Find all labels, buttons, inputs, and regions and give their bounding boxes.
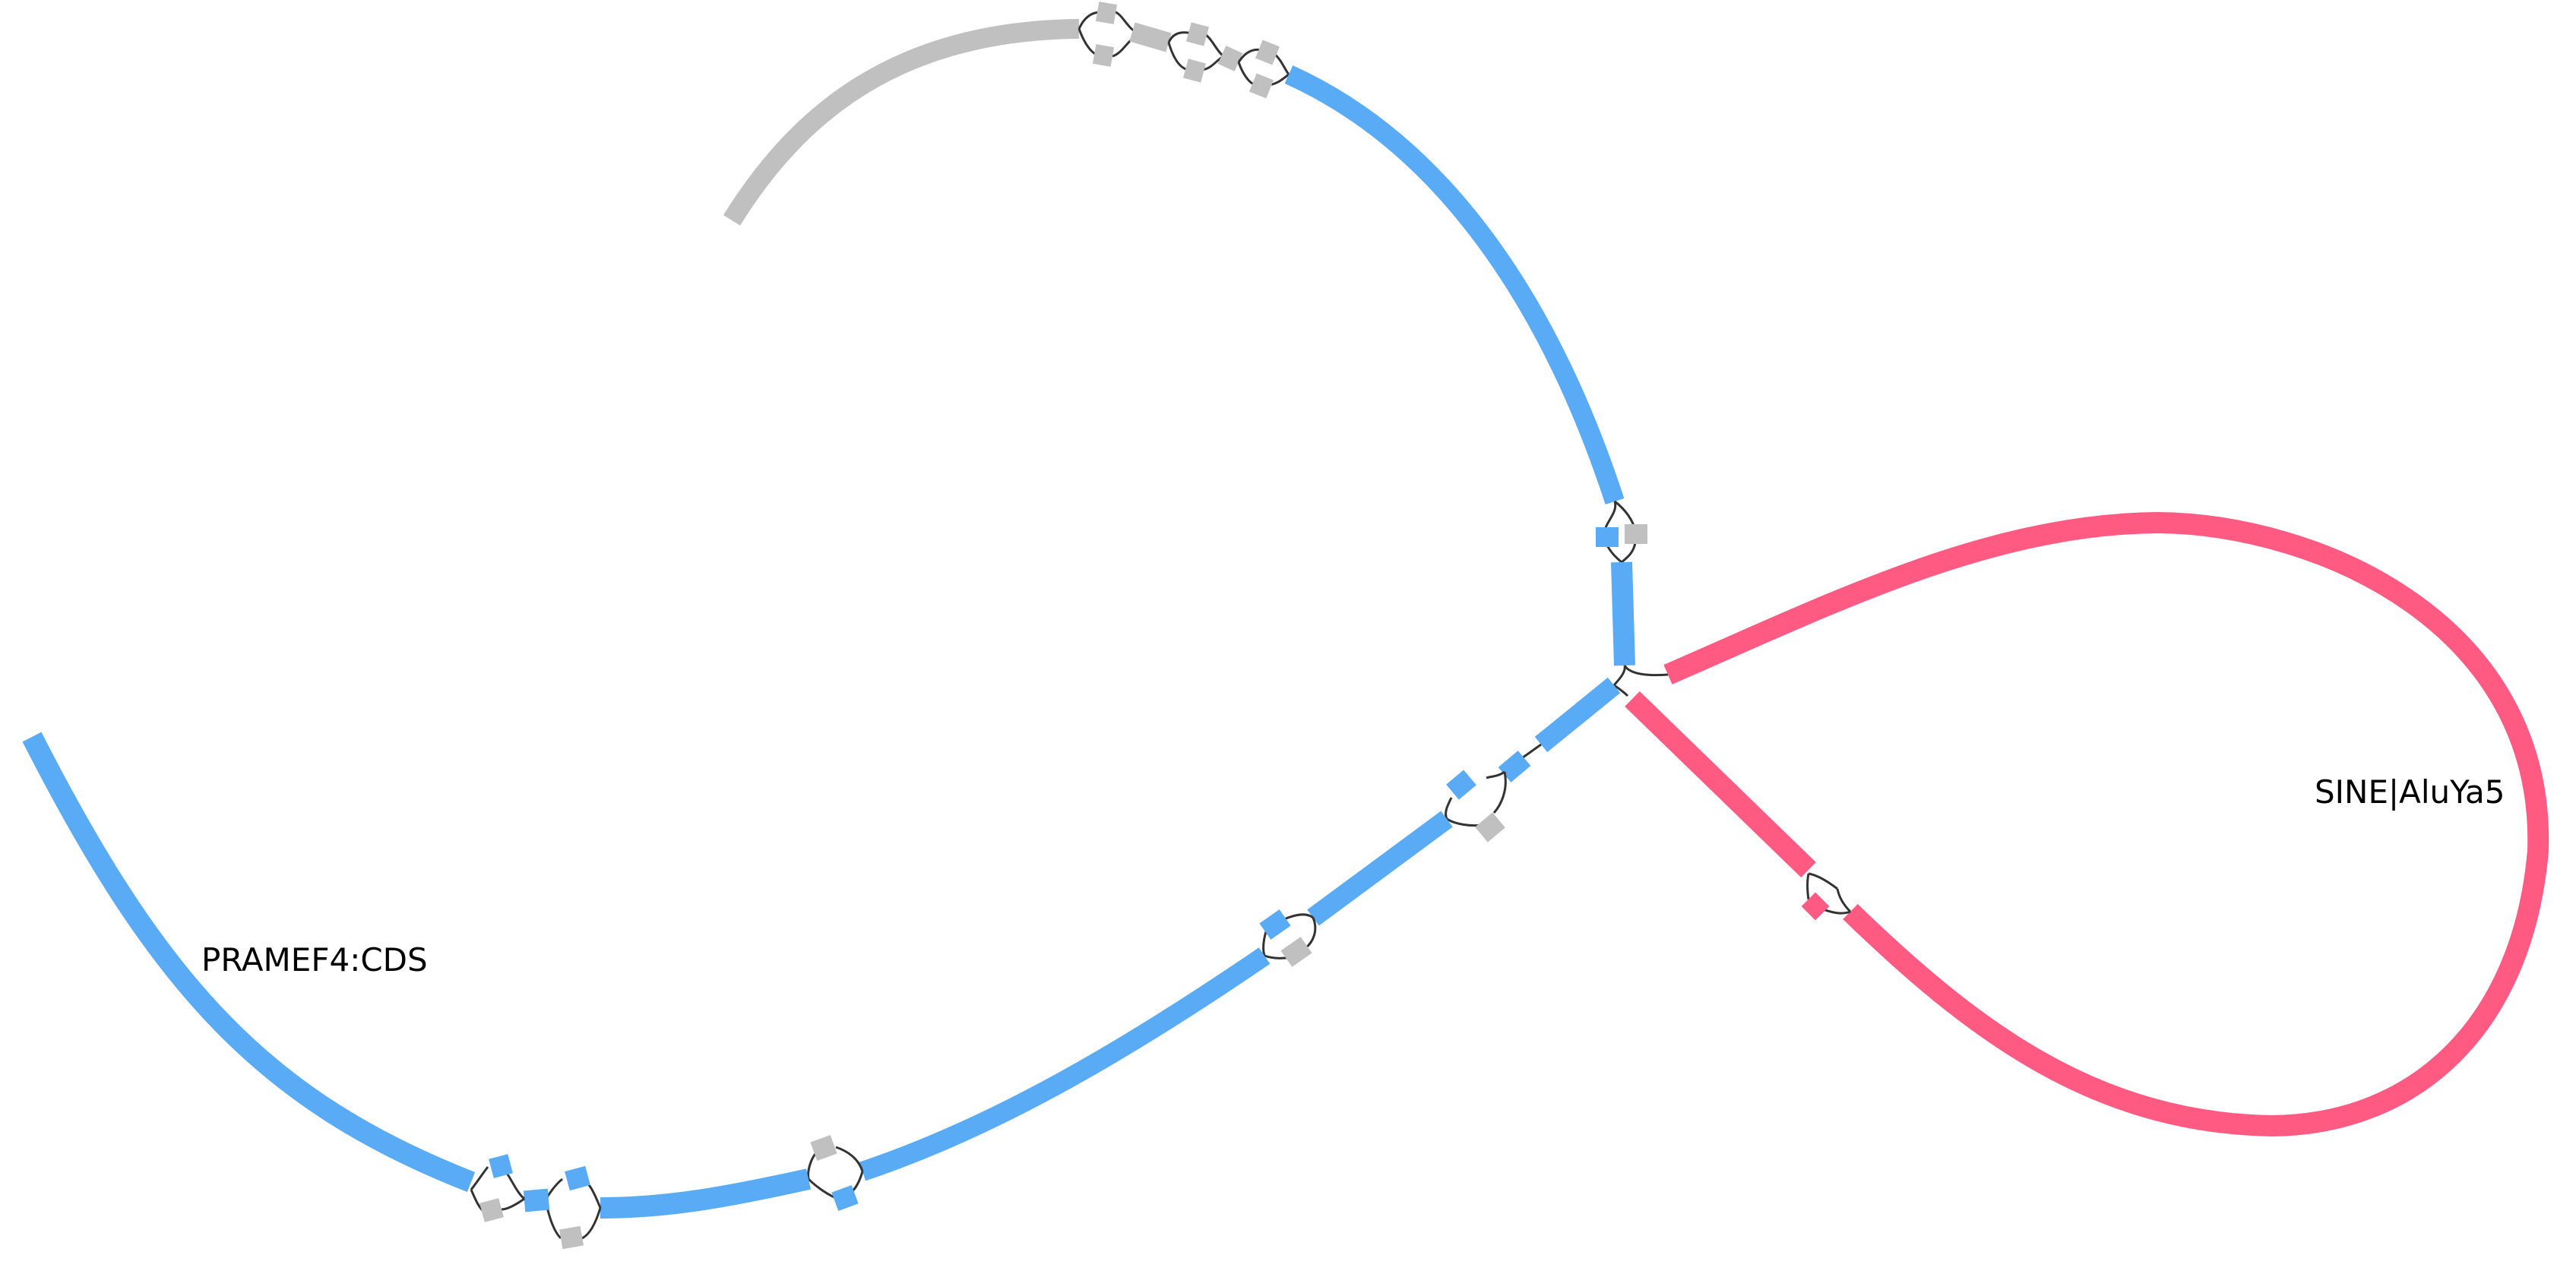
bubble-lower-2: [1259, 909, 1317, 967]
bubble-lower-5: [470, 1154, 526, 1222]
bubble-node: [810, 1134, 837, 1162]
junction: [1612, 665, 1669, 697]
bubble-node: [489, 1154, 513, 1178]
bubble-node: [1092, 44, 1115, 67]
bubble-node: [559, 1225, 584, 1250]
gray-segment-top-short: [1129, 22, 1172, 52]
bubble-lower-4: [544, 1165, 602, 1250]
label-sine-aluya5: SINE|AluYa5: [2315, 773, 2505, 811]
bubble-node: [1625, 524, 1647, 544]
gray-segment-top-short-2: [1217, 46, 1243, 71]
bubble-node: [831, 1184, 859, 1212]
bubble-node: [1183, 58, 1206, 83]
pink-segment-loop-upper: [1663, 511, 2549, 1137]
bubble-node: [1186, 22, 1209, 46]
blue-segment-diag-1: [1534, 677, 1621, 753]
bubble-lower-3: [807, 1134, 864, 1212]
bubble-node: [1255, 40, 1280, 65]
blue-segment-upper-arc: [1284, 65, 1625, 505]
bubble-node: [1475, 812, 1505, 842]
blue-segment-diag-2: [1307, 811, 1453, 926]
bubble-node: [1249, 73, 1274, 99]
gray-segment-top-arc: [723, 19, 1080, 226]
bubble-node: [523, 1188, 550, 1212]
blue-segment-lower-arc: [859, 947, 1271, 1181]
bubble-node: [1280, 937, 1312, 967]
bubble-mid-right: [1596, 500, 1647, 564]
bubble-lower-1: [1445, 770, 1507, 842]
bubble-node: [1095, 2, 1118, 24]
bubble-node: [1596, 527, 1619, 547]
bubble-top-1: [1078, 2, 1141, 67]
bubble-node: [1498, 751, 1531, 782]
blue-segment-vertical: [1611, 561, 1635, 666]
bubble-node: [565, 1165, 590, 1191]
blue-segment-bottom: [600, 1168, 812, 1219]
label-pramef4-cds: PRAMEF4:CDS: [201, 941, 428, 978]
bubble-top-3: [1237, 40, 1290, 99]
bubble-node: [1259, 909, 1291, 940]
bubble-node: [1446, 770, 1476, 800]
pink-segment-diagonal: [1625, 691, 1816, 878]
bubble-node: [479, 1198, 504, 1222]
blue-segment-left-arc: [22, 732, 476, 1193]
bubble-top-2: [1167, 22, 1225, 83]
pink-bubble-node: [1801, 892, 1830, 921]
